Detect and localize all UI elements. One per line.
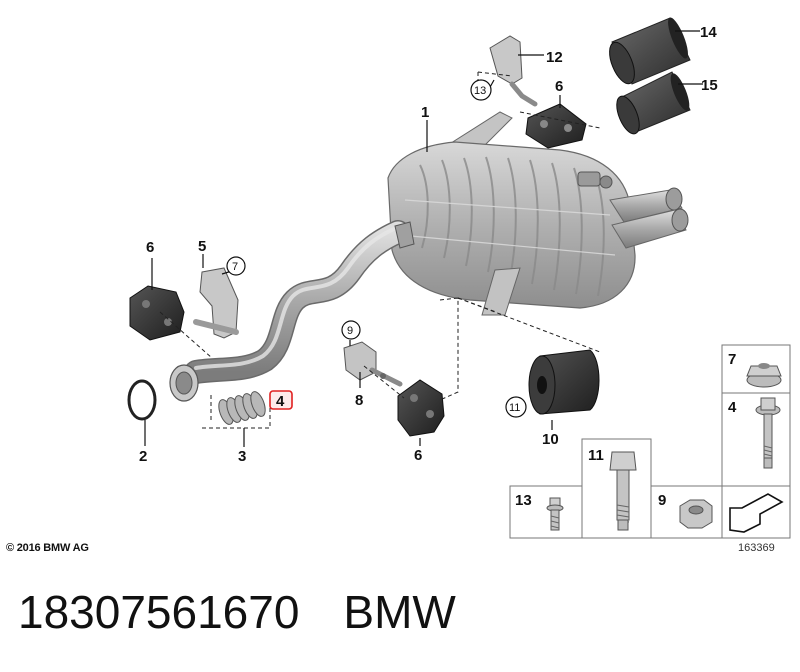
- spring[interactable]: [216, 390, 268, 427]
- rubber-mount[interactable]: [528, 349, 600, 415]
- assembly-lines: [159, 71, 601, 429]
- hex-nut-icon: [679, 499, 713, 529]
- gasket-ring[interactable]: [127, 379, 157, 421]
- callout-leaders: [144, 30, 703, 447]
- cell-11[interactable]: 11: [588, 447, 637, 531]
- figure-id: 163369: [738, 542, 775, 554]
- callout-15: 15: [701, 77, 718, 94]
- stud-bolt-icon: [546, 497, 564, 531]
- cell-7[interactable]: 7: [728, 351, 782, 388]
- direction-arrow-icon: [729, 493, 784, 533]
- footer-caption: 18307561670 BMW: [18, 585, 456, 639]
- ref-circle-9: 9: [341, 320, 361, 340]
- svg-text:11: 11: [588, 447, 604, 464]
- callout-5: 5: [198, 238, 206, 255]
- part-number: 18307561670: [18, 586, 300, 638]
- hanger-top[interactable]: [525, 103, 587, 149]
- callout-4-highlight[interactable]: 4: [269, 390, 293, 410]
- cell-13[interactable]: 13: [515, 492, 564, 531]
- tailpipe-upper[interactable]: [604, 15, 691, 87]
- callout-14: 14: [700, 24, 717, 41]
- bracket-top[interactable]: [489, 35, 538, 107]
- callout-3: 3: [238, 448, 246, 465]
- callout-1: 1: [421, 104, 429, 121]
- parts-table: 7 4: [509, 344, 791, 539]
- long-bolt-icon: [609, 451, 637, 531]
- copyright-notice: © 2016 BMW AG: [6, 542, 89, 554]
- callout-6-left: 6: [146, 239, 154, 256]
- flange-nut-icon: [746, 363, 782, 388]
- callout-2: 2: [139, 448, 147, 465]
- ref-circle-11: 11: [505, 396, 527, 418]
- svg-text:13: 13: [474, 85, 486, 97]
- cell-4[interactable]: 4: [728, 397, 781, 469]
- callout-4: 4: [276, 393, 285, 410]
- callout-6-top: 6: [555, 78, 563, 95]
- cell-9[interactable]: 9: [658, 492, 713, 529]
- callout-6-mid: 6: [414, 447, 422, 464]
- hanger-mid[interactable]: [397, 379, 445, 437]
- svg-text:9: 9: [658, 492, 666, 509]
- ref-circle-13: 13: [470, 79, 492, 101]
- callout-labels: 1 2 3 5 6 8 6 10 12 6 14 15 4 7 9 11: [139, 24, 718, 465]
- callout-12: 12: [546, 49, 563, 66]
- callout-8: 8: [355, 392, 363, 409]
- callout-10: 10: [542, 431, 559, 448]
- tailpipe-lower[interactable]: [612, 71, 693, 137]
- svg-text:7: 7: [232, 261, 238, 273]
- brand-name: BMW: [343, 586, 456, 638]
- flange-bolt-icon: [755, 397, 781, 469]
- bracket-left[interactable]: [193, 267, 239, 339]
- muffler[interactable]: [387, 111, 689, 316]
- svg-text:13: 13: [515, 492, 532, 509]
- svg-text:7: 7: [728, 351, 736, 368]
- support-mid[interactable]: [343, 341, 403, 387]
- svg-text:9: 9: [347, 325, 353, 337]
- intermediate-pipe[interactable]: [169, 220, 415, 402]
- hanger-left[interactable]: [129, 285, 185, 341]
- ref-circle-7: 7: [226, 256, 246, 276]
- svg-text:11: 11: [509, 402, 520, 414]
- svg-text:4: 4: [728, 399, 737, 416]
